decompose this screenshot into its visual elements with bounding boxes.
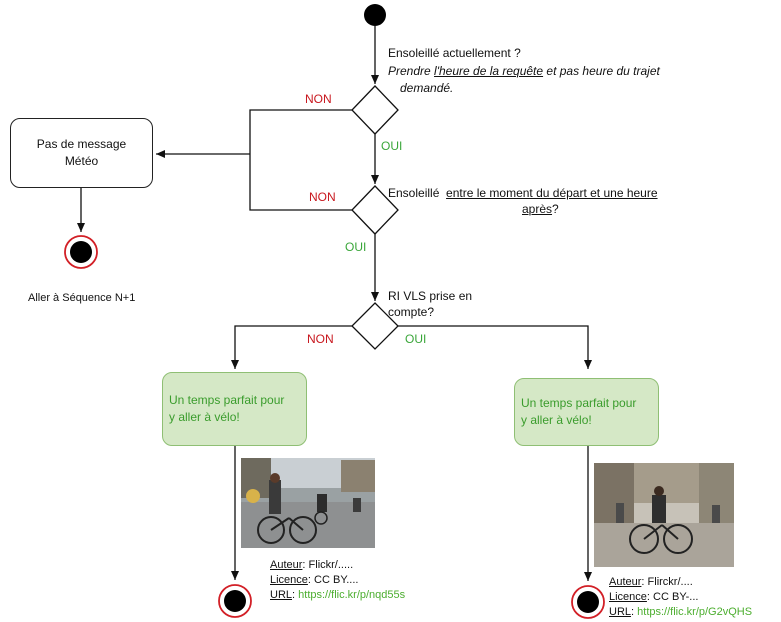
q3-question-line2: compte? xyxy=(388,305,435,319)
left-message-box: Un temps parfait pour y aller à vélo! xyxy=(162,372,307,446)
q3-no-label: NON xyxy=(307,332,334,346)
q3-question-line1: RI VLS prise en xyxy=(388,289,473,303)
connector-q3-no xyxy=(231,325,352,369)
left-message-line1: Un temps parfait pour xyxy=(169,393,285,407)
right-message-line2: y aller à vélo! xyxy=(521,413,592,427)
right-message-box: Un temps parfait pour y aller à vélo! xyxy=(514,378,659,446)
goto-label: Aller à Séquence N+1 xyxy=(28,292,136,304)
q2-question: Ensoleillé entre le moment du départ et … xyxy=(388,186,658,200)
no-message-line1: Pas de message xyxy=(36,137,127,151)
decision-diamond-icon xyxy=(351,302,399,350)
q1-no-label: NON xyxy=(305,92,332,106)
q3-yes-label: OUI xyxy=(405,332,427,346)
q1-note-underlined: l'heure de la requête xyxy=(434,64,544,78)
q1-note: Prendre l'heure de la requête et pas heu… xyxy=(388,64,660,78)
right-message-line1: Un temps parfait pour xyxy=(521,396,637,410)
connector-q2-no xyxy=(249,154,352,211)
start-node-icon xyxy=(364,4,386,26)
decision-diamond-icon xyxy=(351,85,399,135)
q2-no-label: NON xyxy=(309,190,336,204)
connector-q3-yes xyxy=(398,325,592,369)
left-cyclist-photo xyxy=(241,458,375,548)
right-url-link[interactable]: https://flic.kr/p/G2vQHS xyxy=(637,606,753,618)
left-credit-url: URL: https://flic.kr/p/nqd55s xyxy=(270,589,406,601)
left-url-link[interactable]: https://flic.kr/p/nqd55s xyxy=(298,589,406,601)
left-credit-licence: Licence: CC BY.... xyxy=(270,574,359,586)
q2-underlined-2: après xyxy=(522,202,553,216)
right-credit-author: Auteur: Flirckr/.... xyxy=(609,576,693,588)
q2-question-line2: après? xyxy=(522,202,559,216)
right-cyclist-photo xyxy=(594,463,734,567)
right-credit-url: URL: https://flic.kr/p/G2vQHS xyxy=(609,606,753,618)
q2-yes-label: OUI xyxy=(345,240,367,254)
no-message-line2: Météo xyxy=(64,154,99,168)
q1-question: Ensoleillé actuellement ? xyxy=(388,46,521,60)
q2-underlined-1: entre le moment du départ et une heure xyxy=(446,186,658,200)
left-message-line2: y aller à vélo! xyxy=(169,410,240,424)
q1-note-line2: demandé. xyxy=(400,81,454,95)
right-credit-licence: Licence: CC BY-... xyxy=(609,591,699,603)
connector-q1-no xyxy=(249,109,352,154)
left-credit-author: Auteur: Flickr/..... xyxy=(270,559,354,571)
q1-yes-label: OUI xyxy=(381,139,403,153)
